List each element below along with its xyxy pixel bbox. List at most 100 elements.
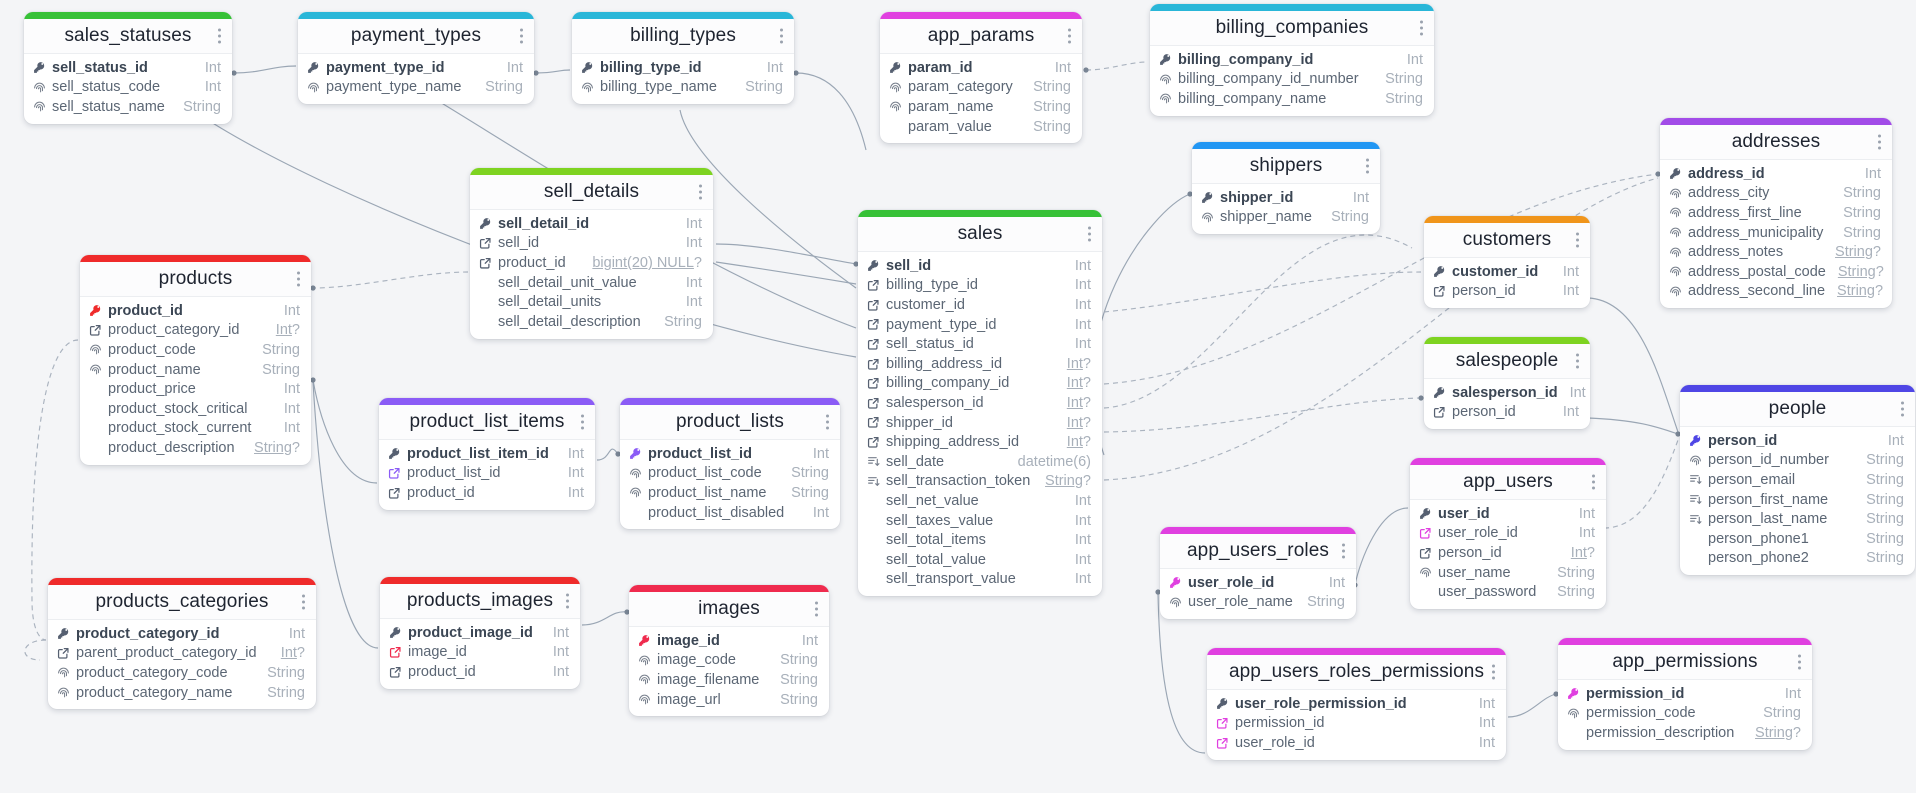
kebab-menu-icon[interactable] (1878, 134, 1881, 150)
kebab-menu-icon[interactable] (815, 601, 818, 617)
kebab-menu-icon[interactable] (302, 594, 305, 610)
kebab-menu-icon[interactable] (1798, 654, 1801, 670)
kebab-menu-icon[interactable] (520, 28, 523, 44)
kebab-menu-icon[interactable] (1576, 232, 1579, 248)
kebab-menu-icon[interactable] (566, 593, 569, 609)
kebab-menu-icon[interactable] (297, 271, 300, 287)
kebab-menu-icon[interactable] (1342, 543, 1345, 559)
kebab-menu-icon[interactable] (1068, 28, 1071, 44)
kebab-menu-icon[interactable] (1366, 158, 1369, 174)
kebab-menu-icon[interactable] (699, 184, 702, 200)
kebab-menu-icon[interactable] (1492, 664, 1495, 680)
kebab-menu-icon[interactable] (1420, 20, 1423, 36)
kebab-menu-icon[interactable] (1592, 474, 1595, 490)
